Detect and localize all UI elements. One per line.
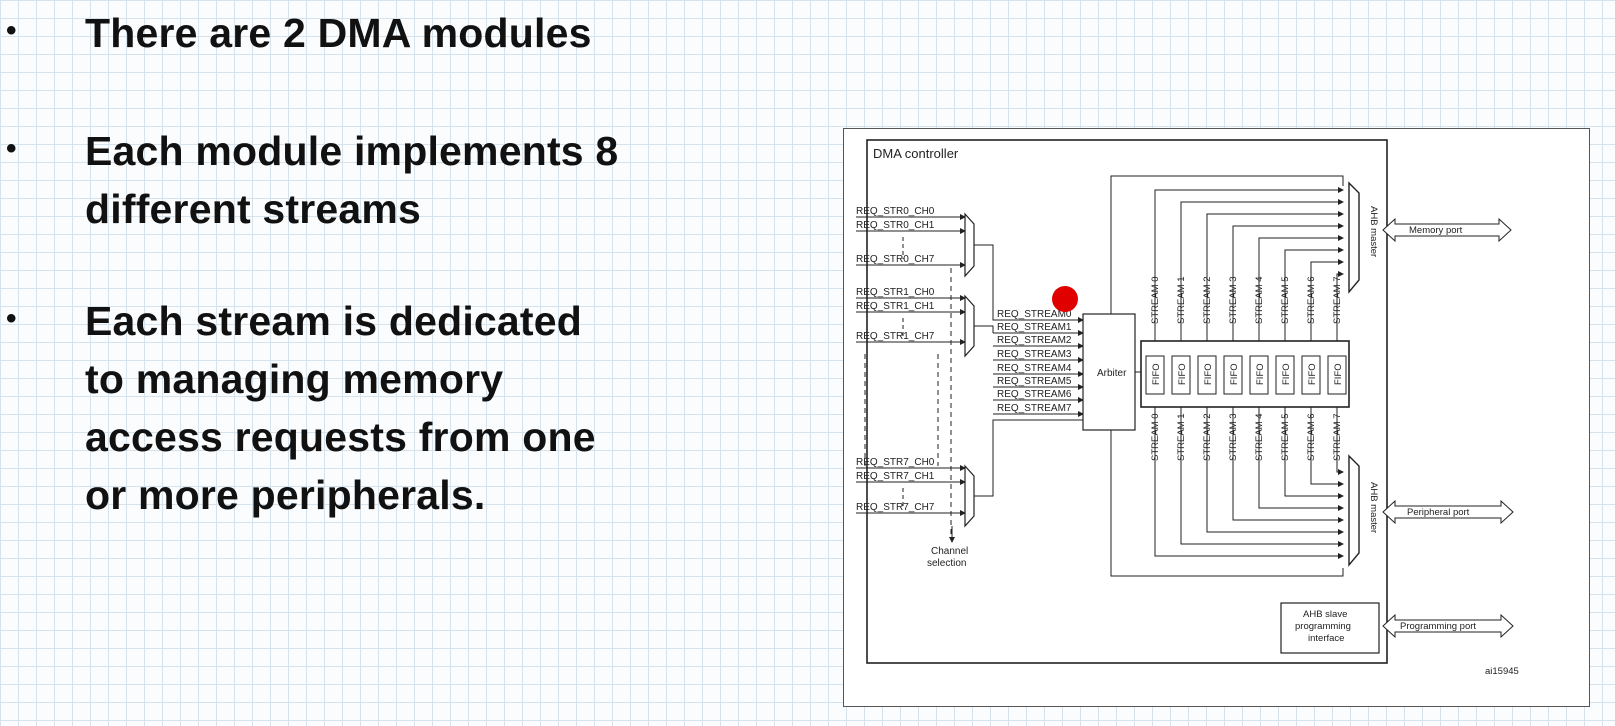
fifo-label: FIFO bbox=[1281, 363, 1292, 385]
stream-memory-wire bbox=[1180, 199, 1344, 341]
request-channel-label: REQ_STR0_CH1 bbox=[856, 220, 935, 231]
request-channel-label: REQ_STR7_CH0 bbox=[856, 457, 935, 468]
bullet-line: access requests from one bbox=[85, 414, 596, 460]
stream-request-label: REQ_STREAM7 bbox=[997, 403, 1072, 414]
stream-peripheral-wire bbox=[1206, 407, 1344, 535]
channel-mux bbox=[964, 212, 975, 278]
bullet-text: Each stream is dedicated to managing memo… bbox=[85, 292, 785, 524]
fifo-cell bbox=[1145, 355, 1165, 395]
stream-request-label: REQ_STREAM1 bbox=[997, 322, 1072, 333]
request-channel-label: REQ_STR7_CH1 bbox=[856, 471, 935, 482]
request-channel-label: REQ_STR0_CH0 bbox=[856, 206, 935, 217]
pointer-dot bbox=[1052, 286, 1078, 312]
fifo-label: FIFO bbox=[1177, 363, 1188, 385]
fifo-label: FIFO bbox=[1151, 363, 1162, 385]
programming-port-arrow bbox=[1382, 613, 1514, 639]
bullet-line: Each module implements 8 bbox=[85, 128, 619, 174]
fifo-label: FIFO bbox=[1203, 363, 1214, 385]
bullet-line: to managing memory bbox=[85, 356, 504, 402]
stream-memory-wire bbox=[1310, 259, 1344, 341]
stream-request-label: REQ_STREAM3 bbox=[997, 349, 1072, 360]
stream-memory-wire bbox=[1154, 187, 1344, 341]
fifo-cell bbox=[1301, 355, 1321, 395]
stream-peripheral-wire bbox=[1232, 407, 1344, 523]
stream-peripheral-wire bbox=[1284, 407, 1344, 499]
stream-memory-wire bbox=[1284, 247, 1344, 341]
bullet-dot: • bbox=[6, 302, 17, 335]
fifo-cell bbox=[1275, 355, 1295, 395]
stream-request-wire bbox=[974, 325, 994, 333]
request-channel-label: REQ_STR1_CH7 bbox=[856, 331, 935, 342]
channel-selection-label: Channel bbox=[931, 546, 968, 557]
fifo-cell bbox=[1171, 355, 1191, 395]
request-channel-label: REQ_STR1_CH1 bbox=[856, 301, 935, 312]
channel-mux bbox=[964, 294, 975, 358]
stream-memory-wire bbox=[1258, 235, 1344, 341]
stream-request-label: REQ_STREAM6 bbox=[997, 389, 1072, 400]
fifo-cell bbox=[1327, 355, 1347, 395]
ahb-master-label: AHB master bbox=[1368, 206, 1379, 257]
fifo-cell bbox=[1249, 355, 1269, 395]
fifo-label: FIFO bbox=[1333, 363, 1344, 385]
ahb-master-peripheral bbox=[1348, 454, 1360, 567]
arbiter-label: Arbiter bbox=[1097, 368, 1127, 379]
request-channel-label: REQ_STR1_CH0 bbox=[856, 287, 935, 298]
dma-controller-box bbox=[866, 139, 1388, 664]
peripheral-port-arrow bbox=[1382, 499, 1514, 525]
fifo-cell bbox=[1197, 355, 1217, 395]
ahb-slave-label: interface bbox=[1308, 633, 1344, 644]
ahb-slave-label: AHB slave bbox=[1303, 609, 1347, 620]
bullet-text: There are 2 DMA modules bbox=[85, 4, 785, 62]
ahb-slave-label: programming bbox=[1295, 621, 1351, 632]
peripheral-port-label: Peripheral port bbox=[1407, 507, 1470, 518]
memory-bus-wire bbox=[1110, 175, 1344, 314]
stream-peripheral-wire bbox=[1154, 407, 1344, 559]
bullet-dot: • bbox=[6, 132, 17, 165]
dma-block-diagram: DMA controllerREQ_STR0_CH0REQ_STR0_CH1RE… bbox=[856, 139, 1519, 677]
stream-request-label: REQ_STREAM4 bbox=[997, 363, 1072, 374]
slide-text: • There are 2 DMA modules • Each module imp… bbox=[0, 0, 790, 726]
bullet-text: Each module implements 8 different stream… bbox=[85, 122, 785, 238]
stream-memory-wire bbox=[1336, 271, 1344, 341]
stream-request-label: REQ_STREAM2 bbox=[997, 335, 1072, 346]
memory-port-arrow bbox=[1382, 217, 1512, 243]
stream-peripheral-wire bbox=[1336, 407, 1344, 475]
stream-request-wire bbox=[974, 419, 1083, 497]
stream-memory-wire bbox=[1206, 211, 1344, 341]
fifo-label: FIFO bbox=[1229, 363, 1240, 385]
bullet-line: Each stream is dedicated bbox=[85, 298, 583, 344]
channel-mux bbox=[964, 464, 975, 528]
ahb-master-memory bbox=[1348, 181, 1360, 294]
ahb-slave-box bbox=[1280, 602, 1380, 654]
bullet-line: There are 2 DMA modules bbox=[85, 10, 592, 56]
figure-id: ai15945 bbox=[1485, 666, 1519, 677]
request-channel-label: REQ_STR7_CH7 bbox=[856, 502, 935, 513]
stream-request-label: REQ_STREAM0 bbox=[997, 309, 1072, 320]
bullet-line: or more peripherals. bbox=[85, 472, 486, 518]
dma-controller-title: DMA controller bbox=[873, 146, 959, 161]
bullet-line: different streams bbox=[85, 186, 422, 232]
fifo-cell bbox=[1223, 355, 1243, 395]
ahb-master-label: AHB master bbox=[1368, 482, 1379, 533]
request-channel-label: REQ_STR0_CH7 bbox=[856, 254, 935, 265]
channel-selection-label: selection bbox=[927, 558, 966, 569]
stream-peripheral-wire bbox=[1258, 407, 1344, 511]
programming-port-label: Programming port bbox=[1400, 621, 1476, 632]
stream-peripheral-wire bbox=[1310, 407, 1344, 487]
stream-request-label: REQ_STREAM5 bbox=[997, 376, 1072, 387]
stream-peripheral-wire bbox=[1180, 407, 1344, 547]
fifo-label: FIFO bbox=[1307, 363, 1318, 385]
stream-memory-wire bbox=[1232, 223, 1344, 341]
peripheral-bus-wire bbox=[1110, 430, 1344, 577]
fifo-label: FIFO bbox=[1255, 363, 1266, 385]
memory-port-label: Memory port bbox=[1409, 225, 1463, 236]
bullet-dot: • bbox=[6, 14, 17, 47]
